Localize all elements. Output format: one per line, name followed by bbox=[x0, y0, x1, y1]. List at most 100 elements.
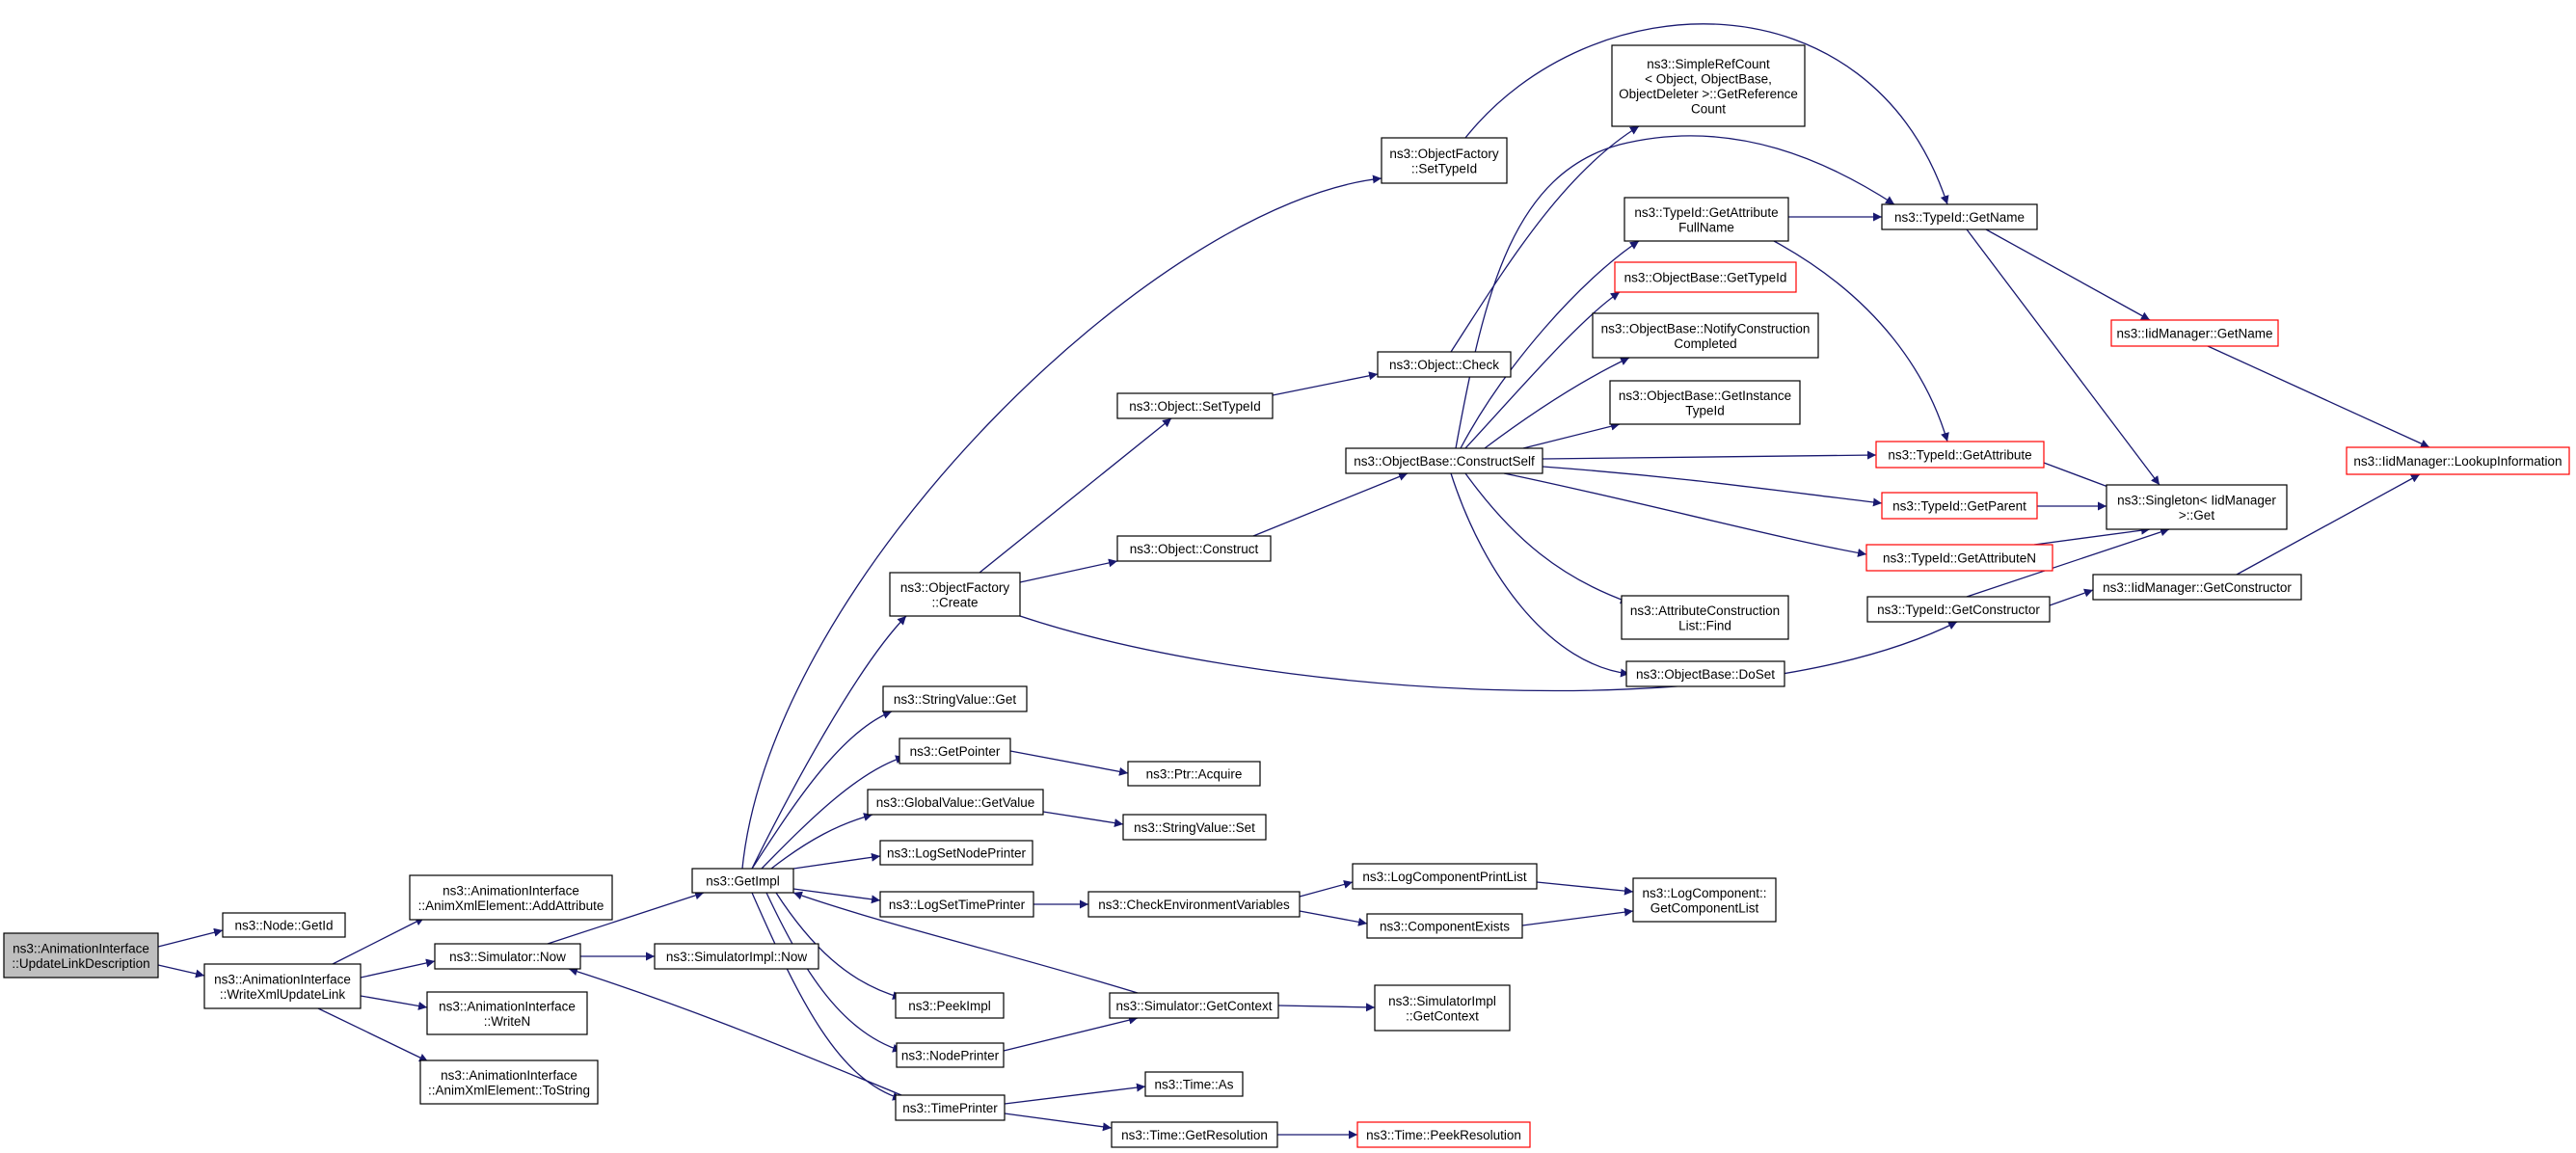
node-svget[interactable]: ns3::StringValue::Get bbox=[882, 685, 1028, 712]
node-label: < Object, ObjectBase, bbox=[1645, 71, 1772, 86]
node-label: ns3::TypeId::GetAttributeN bbox=[1883, 551, 2036, 566]
node-iidgetname[interactable]: ns3::IidManager::GetName bbox=[2110, 319, 2279, 347]
edges-layer bbox=[157, 23, 2430, 1140]
node-label: ::AnimXmlElement::AddAttribute bbox=[418, 898, 604, 913]
edge-constructself-to-obnotify bbox=[1484, 357, 1630, 449]
node-label: ns3::Singleton< IidManager bbox=[2117, 493, 2276, 507]
node-nodeprinter[interactable]: ns3::NodePrinter bbox=[896, 1042, 1005, 1068]
node-constructself[interactable]: ns3::ObjectBase::ConstructSelf bbox=[1345, 447, 1543, 474]
node-obgettypeid[interactable]: ns3::ObjectBase::GetTypeId bbox=[1614, 261, 1797, 293]
node-obnotify[interactable]: ns3::ObjectBase::NotifyConstructionCompl… bbox=[1592, 312, 1819, 359]
node-label: ns3::PeekImpl bbox=[908, 999, 991, 1013]
node-addattr[interactable]: ns3::AnimationInterface::AnimXmlElement:… bbox=[409, 874, 613, 921]
edge-root-to-getid bbox=[157, 927, 224, 948]
node-timeprinter[interactable]: ns3::TimePrinter bbox=[895, 1094, 1006, 1121]
node-iidgetconstructor[interactable]: ns3::IidManager::GetConstructor bbox=[2092, 574, 2302, 601]
node-tidgetparent[interactable]: ns3::TypeId::GetParent bbox=[1881, 492, 2038, 520]
node-getimpl[interactable]: ns3::GetImpl bbox=[691, 868, 794, 894]
node-getpointer[interactable]: ns3::GetPointer bbox=[899, 737, 1011, 764]
node-label: ns3::ObjectBase::GetInstance bbox=[1619, 389, 1791, 403]
edge-constructself-to-obgetinstance bbox=[1522, 421, 1621, 449]
node-peekimpl[interactable]: ns3::PeekImpl bbox=[895, 992, 1005, 1019]
node-label: ::SetTypeId bbox=[1411, 161, 1477, 175]
node-box bbox=[1374, 984, 1511, 1032]
node-logcompprint[interactable]: ns3::LogComponentPrintList bbox=[1352, 863, 1538, 890]
node-simplerefcount[interactable]: ns3::SimpleRefCount< Object, ObjectBase,… bbox=[1611, 44, 1806, 127]
edge-root-to-writexml bbox=[157, 964, 205, 979]
node-gvgetvalue[interactable]: ns3::GlobalValue::GetValue bbox=[867, 789, 1044, 816]
node-singletonget[interactable]: ns3::Singleton< IidManager>::Get bbox=[2106, 484, 2288, 530]
node-simimplgetctx[interactable]: ns3::SimulatorImpl::GetContext bbox=[1374, 984, 1511, 1032]
node-box bbox=[1345, 447, 1543, 474]
node-getid[interactable]: ns3::Node::GetId bbox=[222, 912, 346, 938]
node-box bbox=[1623, 197, 1789, 242]
edge-timeprinter-to-timegetres bbox=[1004, 1113, 1113, 1132]
node-simimplnow[interactable]: ns3::SimulatorImpl::Now bbox=[654, 943, 819, 970]
node-box bbox=[691, 868, 794, 894]
edge-logcompprint-to-logcompgetlist bbox=[1536, 881, 1634, 896]
edge-getimpl-to-logsettime bbox=[792, 888, 881, 904]
edge-tidgetattrfull-to-tidgetattr bbox=[1773, 240, 1949, 442]
node-label: ns3::LogComponentPrintList bbox=[1362, 870, 1527, 884]
edge-ofcreate-to-objconstruct bbox=[1019, 558, 1118, 583]
node-box bbox=[879, 840, 1033, 866]
node-iidlookup[interactable]: ns3::IidManager::LookupInformation bbox=[2346, 446, 2570, 475]
node-label: ns3::Simulator::Now bbox=[449, 950, 566, 964]
node-label: ns3::SimulatorImpl::Now bbox=[666, 950, 808, 964]
node-ofcreate[interactable]: ns3::ObjectFactory::Create bbox=[889, 572, 1021, 617]
node-logcompgetlist[interactable]: ns3::LogComponent::GetComponentList bbox=[1632, 877, 1777, 923]
node-label: ns3::Object::Check bbox=[1389, 358, 1499, 372]
node-obdoset[interactable]: ns3::ObjectBase::DoSet bbox=[1625, 660, 1785, 687]
node-tidgetconstructor[interactable]: ns3::TypeId::GetConstructor bbox=[1866, 596, 2051, 623]
node-label: Count bbox=[1691, 101, 1726, 116]
node-label: ns3::AnimationInterface bbox=[214, 972, 351, 986]
node-box bbox=[222, 912, 346, 938]
node-timegetres[interactable]: ns3::Time::GetResolution bbox=[1111, 1121, 1278, 1148]
node-label: ns3::AnimationInterface bbox=[441, 1068, 577, 1083]
node-box bbox=[889, 572, 1021, 617]
edge-constructself-to-tidgetname bbox=[1455, 135, 1895, 449]
node-box bbox=[3, 932, 159, 979]
node-timepeekres[interactable]: ns3::Time::PeekResolution bbox=[1356, 1121, 1531, 1148]
node-root[interactable]: ns3::AnimationInterface::UpdateLinkDescr… bbox=[3, 932, 159, 979]
node-objsettypeid[interactable]: ns3::Object::SetTypeId bbox=[1116, 392, 1274, 419]
node-box bbox=[2092, 574, 2302, 601]
edge-gvgetvalue-to-svset bbox=[1042, 811, 1124, 828]
node-svset[interactable]: ns3::StringValue::Set bbox=[1122, 814, 1267, 841]
node-label: ns3::TypeId::GetAttribute bbox=[1888, 448, 2031, 463]
node-box bbox=[1116, 392, 1274, 419]
edge-constructself-to-tidgetattrn bbox=[1503, 472, 1867, 557]
node-label: ns3::NodePrinter bbox=[901, 1049, 1000, 1063]
node-logsettime[interactable]: ns3::LogSetTimePrinter bbox=[879, 891, 1034, 918]
node-label: ns3::IidManager::LookupInformation bbox=[2353, 454, 2562, 469]
node-ofsettypeid[interactable]: ns3::ObjectFactory::SetTypeId bbox=[1381, 137, 1508, 184]
node-box bbox=[1087, 891, 1301, 918]
node-writen[interactable]: ns3::AnimationInterface::WriteN bbox=[426, 991, 588, 1035]
node-label: ns3::LogSetNodePrinter bbox=[887, 846, 1027, 861]
node-box bbox=[1352, 863, 1538, 890]
node-label: ::AnimXmlElement::ToString bbox=[428, 1083, 590, 1097]
nodes-layer: ns3::AnimationInterface::UpdateLinkDescr… bbox=[3, 44, 2570, 1148]
node-writexml[interactable]: ns3::AnimationInterface::WriteXmlUpdateL… bbox=[203, 963, 362, 1009]
node-tidgetname[interactable]: ns3::TypeId::GetName bbox=[1881, 203, 2038, 230]
node-label: ::WriteXmlUpdateLink bbox=[220, 987, 346, 1002]
node-timeas[interactable]: ns3::Time::As bbox=[1144, 1071, 1244, 1097]
node-ptracquire[interactable]: ns3::Ptr::Acquire bbox=[1127, 761, 1261, 787]
node-checkenv[interactable]: ns3::CheckEnvironmentVariables bbox=[1087, 891, 1301, 918]
node-tidgetattr[interactable]: ns3::TypeId::GetAttribute bbox=[1875, 441, 2045, 469]
node-tostring[interactable]: ns3::AnimationInterface::AnimXmlElement:… bbox=[419, 1059, 599, 1105]
node-label: ns3::GlobalValue::GetValue bbox=[876, 795, 1035, 810]
node-tidgetattrn[interactable]: ns3::TypeId::GetAttributeN bbox=[1865, 544, 2053, 572]
node-objconstruct[interactable]: ns3::Object::Construct bbox=[1116, 535, 1272, 562]
node-box bbox=[1614, 261, 1797, 293]
node-simnow[interactable]: ns3::Simulator::Now bbox=[434, 943, 581, 970]
node-simgetctx[interactable]: ns3::Simulator::GetContext bbox=[1109, 992, 1279, 1019]
node-compexists[interactable]: ns3::ComponentExists bbox=[1366, 913, 1523, 939]
node-label: ns3::IidManager::GetConstructor bbox=[2103, 580, 2292, 595]
node-objcheck[interactable]: ns3::Object::Check bbox=[1377, 351, 1512, 378]
node-label: ns3::LogSetTimePrinter bbox=[889, 898, 1026, 912]
node-logsetnode[interactable]: ns3::LogSetNodePrinter bbox=[879, 840, 1033, 866]
